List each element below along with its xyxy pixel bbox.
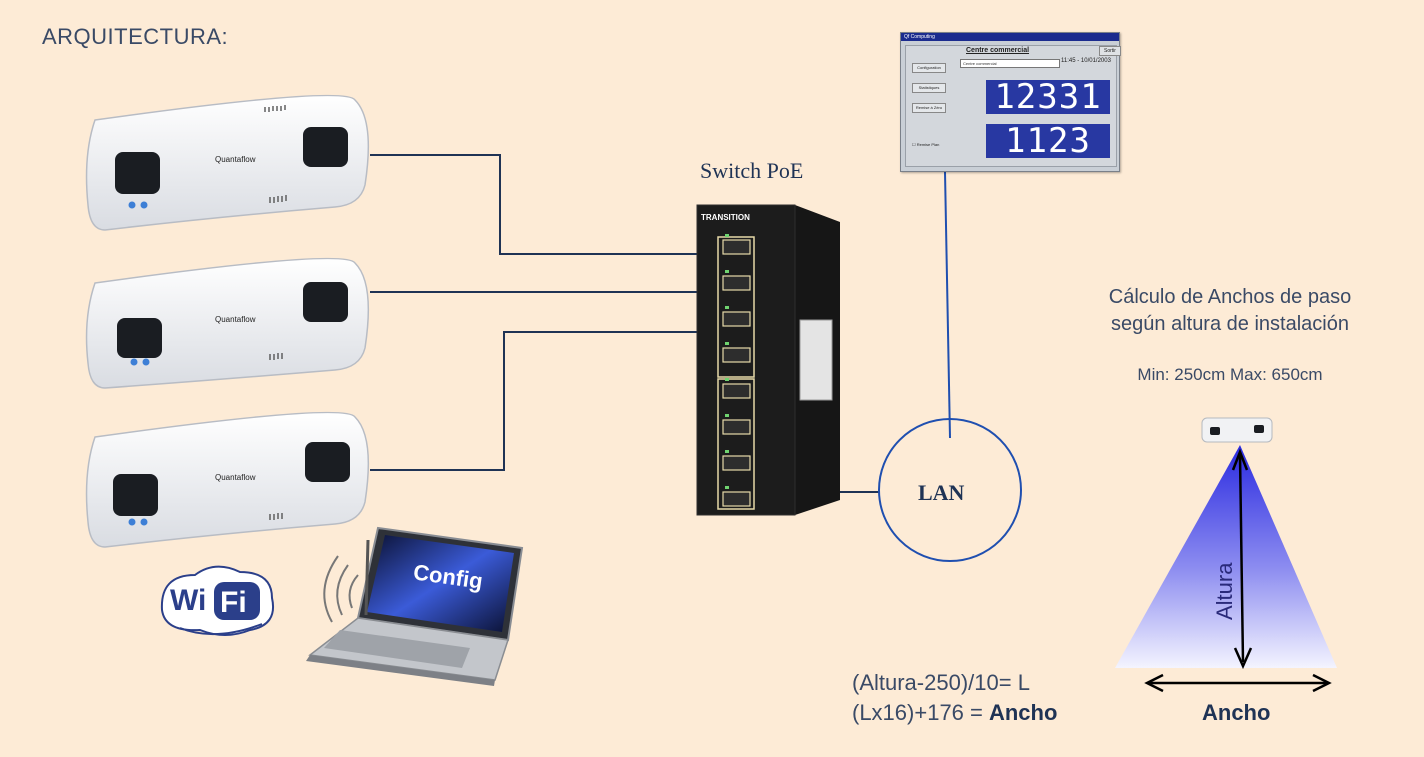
switch-port-led-8 <box>725 486 729 489</box>
height-label: Altura <box>1212 562 1237 620</box>
exit-button[interactable]: Sortir <box>1099 46 1121 56</box>
calculation-title-line1: Cálculo de Anchos de paso <box>1108 286 1352 308</box>
monitoring-app-window: Qf Computing Centre commercial Sortir Ce… <box>900 32 1121 172</box>
sensor2-logo: Quantaflow <box>215 315 256 324</box>
window-titlebar: Qf Computing <box>901 33 1119 41</box>
switch-port-4 <box>722 347 751 363</box>
connection-lines <box>370 154 951 493</box>
sensor-device-3: Quantaflow <box>85 411 370 548</box>
switch-port-3 <box>722 311 751 327</box>
sensor1-link <box>370 154 730 255</box>
wifi-logo: Wi Fi <box>160 565 274 636</box>
wifi-right: Fi <box>220 586 247 619</box>
width-label: Ancho <box>1202 700 1271 725</box>
sensor-device-2: Quantaflow <box>85 257 370 389</box>
switch-port-2 <box>722 275 751 291</box>
switch-port-5 <box>722 383 751 399</box>
switch-label: Switch PoE <box>700 158 804 183</box>
laptop: Config <box>306 526 524 686</box>
counter-out-display: 1123 <box>986 124 1110 158</box>
calculation-title: Cálculo de Anchos de paso según altura d… <box>1080 284 1380 338</box>
remise-checkbox[interactable]: ☐ Remise Plan <box>912 142 940 147</box>
switch-port-led-3 <box>725 306 729 309</box>
app-title: Centre commercial <box>966 47 1030 54</box>
counter-in-display: 12331 <box>986 80 1110 114</box>
switch-brand: TRANSITION <box>701 213 750 222</box>
switch-port-led-6 <box>725 414 729 417</box>
sensor3-link <box>370 331 730 471</box>
detection-cone <box>1115 445 1337 668</box>
calculation-title-line2: según altura de instalación <box>1111 313 1349 335</box>
formula-line1: (Altura-250)/10= L <box>852 670 1030 695</box>
height-width-diagram: Altura <box>1115 417 1337 693</box>
formula-line2-prefix: (Lx16)+176 = <box>852 700 989 725</box>
monitor-link <box>944 171 951 439</box>
height-range: Min: 250cm Max: 650cm <box>1137 365 1323 384</box>
statistics-button[interactable]: Statistiques <box>912 83 946 93</box>
formula-line2: (Lx16)+176 = Ancho <box>852 698 1057 728</box>
switch-port-1 <box>722 239 751 255</box>
datetime-readout: 11:45 - 10/01/2003 <box>1061 58 1111 64</box>
wifi-left: Wi <box>170 584 206 617</box>
reset-button[interactable]: Remise à Zéro <box>912 103 946 113</box>
switch-port-led-1 <box>725 234 729 237</box>
width-formula: (Altura-250)/10= L (Lx16)+176 = Ancho <box>852 668 1057 728</box>
switch-port-led-7 <box>725 450 729 453</box>
window-title: Qf Computing <box>904 34 935 40</box>
mini-sensor <box>1201 417 1273 443</box>
switch-port-8 <box>722 491 751 507</box>
lan-label: LAN <box>918 480 965 505</box>
switch-port-led-4 <box>725 342 729 345</box>
sensor-device-1: Quantaflow <box>85 94 370 231</box>
switch-port-led-5 <box>725 378 729 381</box>
poe-switch: TRANSITION <box>696 204 840 516</box>
configuration-button[interactable]: Configuration <box>912 63 946 73</box>
remise-checkbox-label: Remise Plan <box>916 142 940 147</box>
switch-port-7 <box>722 455 751 471</box>
sensor1-logo: Quantaflow <box>215 155 256 164</box>
height-arrow <box>1238 454 1245 663</box>
switch-port-led-2 <box>725 270 729 273</box>
sensor3-logo: Quantaflow <box>215 473 256 482</box>
formula-line2-result: Ancho <box>988 700 1058 725</box>
switch-port-6 <box>722 419 751 435</box>
location-select[interactable]: Centre commercial <box>960 59 1060 68</box>
lan-circle <box>878 418 1022 562</box>
page-title: ARQUITECTURA: <box>42 24 229 49</box>
